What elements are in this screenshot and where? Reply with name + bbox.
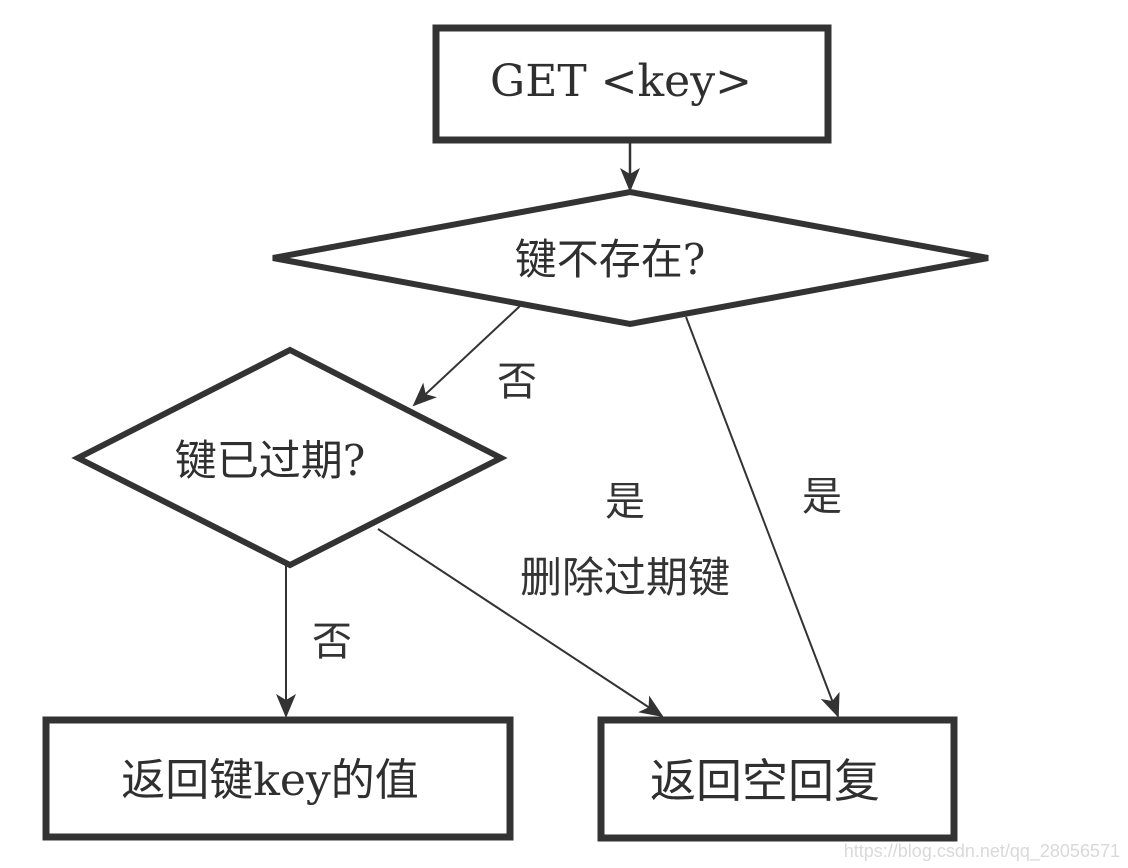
node-key-expired: 键已过期?: [71, 346, 508, 569]
node-return-value: 返回键key的值: [42, 716, 514, 841]
node-start-label: GET <key>: [490, 56, 752, 107]
node-start-box: [432, 24, 832, 144]
watermark-text: https://blog.csdn.net/qq_28056571: [844, 841, 1120, 862]
node-return-nil: 返回空回复: [597, 716, 958, 842]
edge-key-missing-yes: [685, 316, 840, 718]
node-return-value-box: [42, 716, 514, 841]
node-key-missing: 键不存在?: [272, 188, 989, 328]
node-key-expired-label: 键已过期?: [175, 436, 366, 485]
edge-key-missing-no: [412, 305, 521, 407]
node-return-nil-label: 返回空回复: [650, 754, 880, 808]
edge-label-key-expired-no: 否: [312, 619, 352, 665]
node-key-missing-diamond: [272, 188, 989, 328]
node-return-value-label: 返回键key的值: [121, 755, 419, 806]
edge-label-key-expired-yes: 是: [605, 479, 645, 525]
node-key-missing-label: 键不存在?: [515, 235, 706, 284]
node-return-nil-box: [597, 716, 958, 842]
edge-label-key-missing-yes: 是: [802, 474, 842, 520]
edge-label-delete-expired-key: 删除过期键: [520, 553, 730, 602]
node-start: GET <key>: [432, 24, 832, 144]
node-key-expired-diamond: [71, 346, 508, 569]
edge-key-expired-yes: [377, 528, 664, 718]
edge-label-key-missing-no: 否: [497, 359, 537, 405]
